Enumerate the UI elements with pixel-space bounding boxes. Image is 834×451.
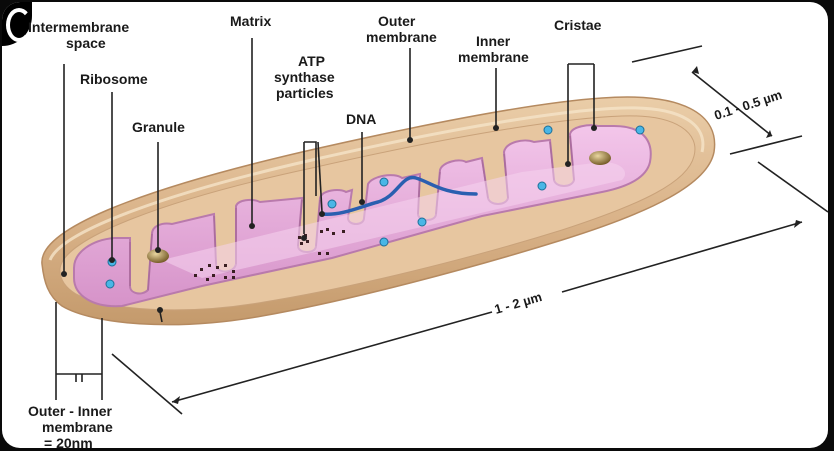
matrix-label: Matrix [230, 13, 271, 29]
granule-2 [589, 151, 611, 165]
intermembrane-space-label: Intermembrane space [28, 19, 133, 51]
atp-synthase-label: ATP synthase particles [274, 53, 339, 101]
granule-label: Granule [132, 119, 185, 135]
dna-label: DNA [346, 111, 376, 127]
ribosome-label: Ribosome [80, 71, 148, 87]
inner-membrane-label: Inner membrane [458, 33, 529, 65]
diagram-panel: 0.1 - 0.5 µm 1 - 2 µm Intermembrane spac… [2, 2, 828, 448]
length-dimension-label: 1 - 2 µm [493, 289, 544, 317]
cristae-label: Cristae [554, 17, 602, 33]
membrane-gap-label: Outer - Inner membrane = 20nm [28, 403, 117, 448]
outer-membrane-label: Outer membrane [366, 13, 437, 45]
mitochondrion-diagram: 0.1 - 0.5 µm 1 - 2 µm Intermembrane spac… [2, 2, 828, 448]
